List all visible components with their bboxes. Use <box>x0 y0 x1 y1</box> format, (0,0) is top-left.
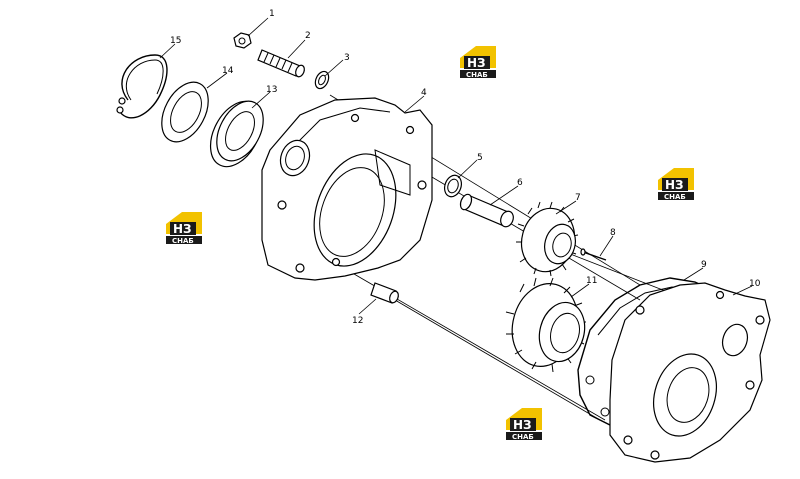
watermark-logo-text: НЗ <box>513 418 532 432</box>
watermark-logo-text: НЗ <box>467 56 486 70</box>
label-part-15: 15 <box>170 36 181 46</box>
label-part-1: 1 <box>269 9 275 19</box>
watermark-logo-sub: СНАБ <box>512 433 534 441</box>
part-13-oil-seal <box>209 100 264 168</box>
label-part-11: 11 <box>586 276 597 286</box>
label-part-9: 9 <box>701 260 707 270</box>
label-part-10: 10 <box>749 279 761 289</box>
part-15-retaining-ring <box>116 54 168 119</box>
watermark-logo-sub: СНАБ <box>172 237 194 245</box>
label-part-7: 7 <box>575 193 581 203</box>
part-4-pump-housing <box>261 97 433 281</box>
part-14-seal <box>161 81 209 143</box>
part-5-o-ring <box>443 174 463 198</box>
part-number-labels: 1 2 3 4 5 6 7 8 9 10 11 12 13 14 15 <box>170 9 761 326</box>
label-part-8: 8 <box>610 228 616 238</box>
label-part-14: 14 <box>222 66 234 76</box>
label-part-4: 4 <box>421 88 427 98</box>
watermark-logo-text: НЗ <box>665 178 684 192</box>
part-10-pump-cover <box>609 282 771 463</box>
label-part-13: 13 <box>266 85 277 95</box>
label-part-12: 12 <box>352 316 363 326</box>
watermark-logo-text: НЗ <box>173 222 192 236</box>
part-11-driven-gear <box>505 277 586 373</box>
label-part-2: 2 <box>305 31 311 41</box>
watermark-logo-sub: СНАБ <box>664 193 686 201</box>
watermark-logo: НЗ СНАБ <box>506 408 542 441</box>
part-2-adjusting-screw <box>257 49 305 78</box>
watermark-logo: НЗ СНАБ <box>658 168 694 201</box>
watermark-logo: НЗ СНАБ <box>460 46 496 79</box>
label-part-5: 5 <box>477 153 483 163</box>
part-8-pin <box>580 248 607 261</box>
watermark-logo-sub: СНАБ <box>466 71 488 79</box>
label-part-3: 3 <box>344 53 350 63</box>
watermark-logo: НЗ СНАБ <box>166 212 202 245</box>
part-12-dowel <box>370 282 399 304</box>
label-part-6: 6 <box>517 178 523 188</box>
part-1-nut <box>233 32 252 49</box>
part-7-drive-gear <box>516 201 579 277</box>
leader-lines <box>159 17 753 315</box>
part-6-bushing <box>459 193 514 228</box>
